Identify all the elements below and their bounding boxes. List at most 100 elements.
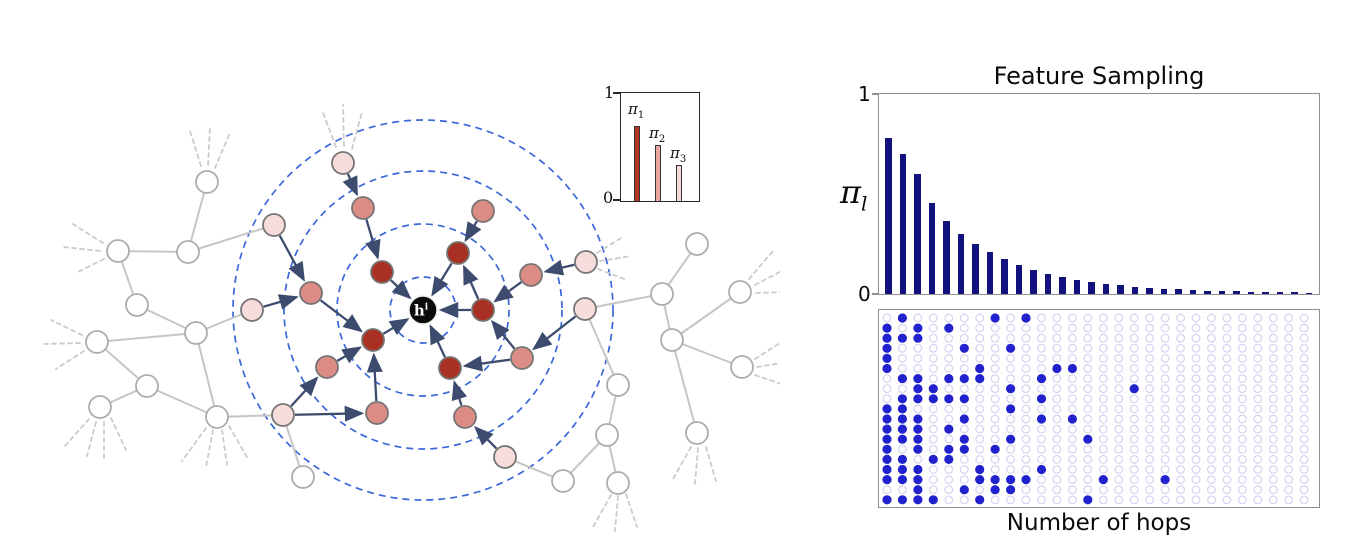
sample-dot-filled <box>1083 495 1093 505</box>
sample-dot-empty <box>1160 495 1170 505</box>
sample-dot-empty <box>990 353 1000 363</box>
sample-dot-filled <box>1036 464 1047 475</box>
sample-dot-empty <box>913 343 923 353</box>
sample-dot-empty <box>1052 475 1062 485</box>
sample-dot-filled <box>944 454 954 464</box>
prob-bar <box>957 234 964 294</box>
sample-dot-empty <box>1191 333 1201 343</box>
sample-dot-empty <box>1160 353 1170 363</box>
sample-dot-empty <box>1191 485 1201 495</box>
sample-dot-filled <box>959 414 969 424</box>
sample-dot-empty <box>1145 333 1155 343</box>
message-arrow <box>290 376 319 407</box>
sample-dot-empty <box>1191 495 1201 505</box>
sample-dot-filled <box>1006 485 1016 495</box>
sample-dot-empty <box>928 404 938 414</box>
graph-node-hop2 <box>453 405 477 429</box>
sample-dot-empty <box>1129 485 1139 495</box>
sample-dot-filled <box>990 475 1000 485</box>
sample-dot-empty <box>1222 454 1232 464</box>
sample-dot-empty <box>1206 495 1216 505</box>
sample-dot-empty <box>1145 374 1155 384</box>
edge-stub <box>50 319 83 336</box>
graph-node-outer <box>650 282 674 306</box>
sample-dot-empty <box>944 414 954 424</box>
sample-dot-filled <box>1006 384 1016 394</box>
sample-dot-empty <box>944 384 954 394</box>
sample-dot-filled <box>897 414 907 424</box>
sample-dot-empty <box>1253 404 1263 414</box>
sample-dot-empty <box>1052 323 1062 333</box>
message-arrow <box>390 279 412 300</box>
sample-dot-empty <box>1083 313 1093 323</box>
sample-dot-empty <box>1052 384 1062 394</box>
sample-dot-empty <box>1222 323 1232 333</box>
sample-dot-empty <box>1145 475 1155 485</box>
edge-stub <box>599 255 632 262</box>
sample-dot-empty <box>913 353 923 363</box>
sample-dot-filled <box>944 424 954 434</box>
sample-dot-empty <box>913 404 923 414</box>
edge-stub <box>754 342 780 360</box>
sample-dot-empty <box>1299 384 1309 394</box>
sample-dot-empty <box>1114 364 1124 373</box>
pi-l-axis-label: πl <box>840 176 867 213</box>
sample-dot-empty <box>1160 485 1170 495</box>
sample-dot-empty <box>1206 343 1216 353</box>
sample-dot-empty <box>1021 343 1031 353</box>
sample-dot-filled <box>1006 404 1016 414</box>
prob-bar <box>1131 286 1138 294</box>
sample-dot-empty <box>1237 353 1247 363</box>
prob-bar <box>986 252 993 294</box>
sample-dot-empty <box>1052 343 1062 353</box>
sample-dot-empty <box>1160 313 1170 323</box>
sample-dot-empty <box>944 404 954 414</box>
sample-dot-empty <box>1129 444 1139 454</box>
sample-dot-empty <box>1222 475 1232 485</box>
sample-dot-empty <box>882 374 892 384</box>
graph-node-outer <box>606 373 630 397</box>
bar-tick-bottom <box>872 293 878 295</box>
sample-dot-empty <box>1191 434 1201 444</box>
sample-dot-empty <box>1284 485 1294 495</box>
sample-dot-empty <box>1098 353 1108 363</box>
sample-dot-empty <box>1299 333 1309 343</box>
sample-dot-empty <box>1237 374 1247 384</box>
feature-sampling-title: Feature Sampling <box>993 62 1205 90</box>
sample-dot-empty <box>1191 394 1201 404</box>
sample-dot-empty <box>959 495 969 505</box>
sample-dot-empty <box>1268 424 1278 434</box>
sample-dot-empty <box>1176 444 1186 454</box>
sample-dot-empty <box>1052 404 1062 414</box>
graph-edge <box>671 339 743 368</box>
sample-dot-empty <box>1006 394 1016 404</box>
graph-node-hop2 <box>510 346 534 370</box>
graph-node-outer <box>205 405 229 429</box>
sample-dot-empty <box>1253 485 1263 495</box>
sample-dot-filled <box>959 394 969 404</box>
sample-dot-empty <box>1176 475 1186 485</box>
sample-dot-empty <box>1145 394 1155 404</box>
sample-dot-empty <box>1067 374 1077 384</box>
sample-dot-empty <box>1067 485 1077 495</box>
sample-dot-empty <box>1145 444 1155 454</box>
sample-dot-empty <box>1098 313 1108 323</box>
sample-dot-empty <box>1253 313 1263 323</box>
sample-dot-empty <box>1160 404 1170 414</box>
sample-dot-empty <box>1052 495 1062 505</box>
sample-dot-filled <box>1129 384 1139 394</box>
sample-dot-empty <box>975 485 985 495</box>
sample-dot-empty <box>1284 364 1294 373</box>
sample-dot-empty <box>1253 444 1263 454</box>
sample-dot-empty <box>1114 485 1124 495</box>
sample-dot-empty <box>990 364 1000 373</box>
sample-dot-filled <box>882 454 892 464</box>
message-arrow <box>263 294 299 310</box>
sample-dot-empty <box>1253 353 1263 363</box>
sample-dot-empty <box>990 454 1000 464</box>
edge-stub <box>705 446 717 482</box>
edge-stub <box>214 134 230 169</box>
sample-dot-empty <box>1160 444 1170 454</box>
sample-dot-empty <box>1206 414 1216 424</box>
sample-dot-empty <box>1114 444 1124 454</box>
